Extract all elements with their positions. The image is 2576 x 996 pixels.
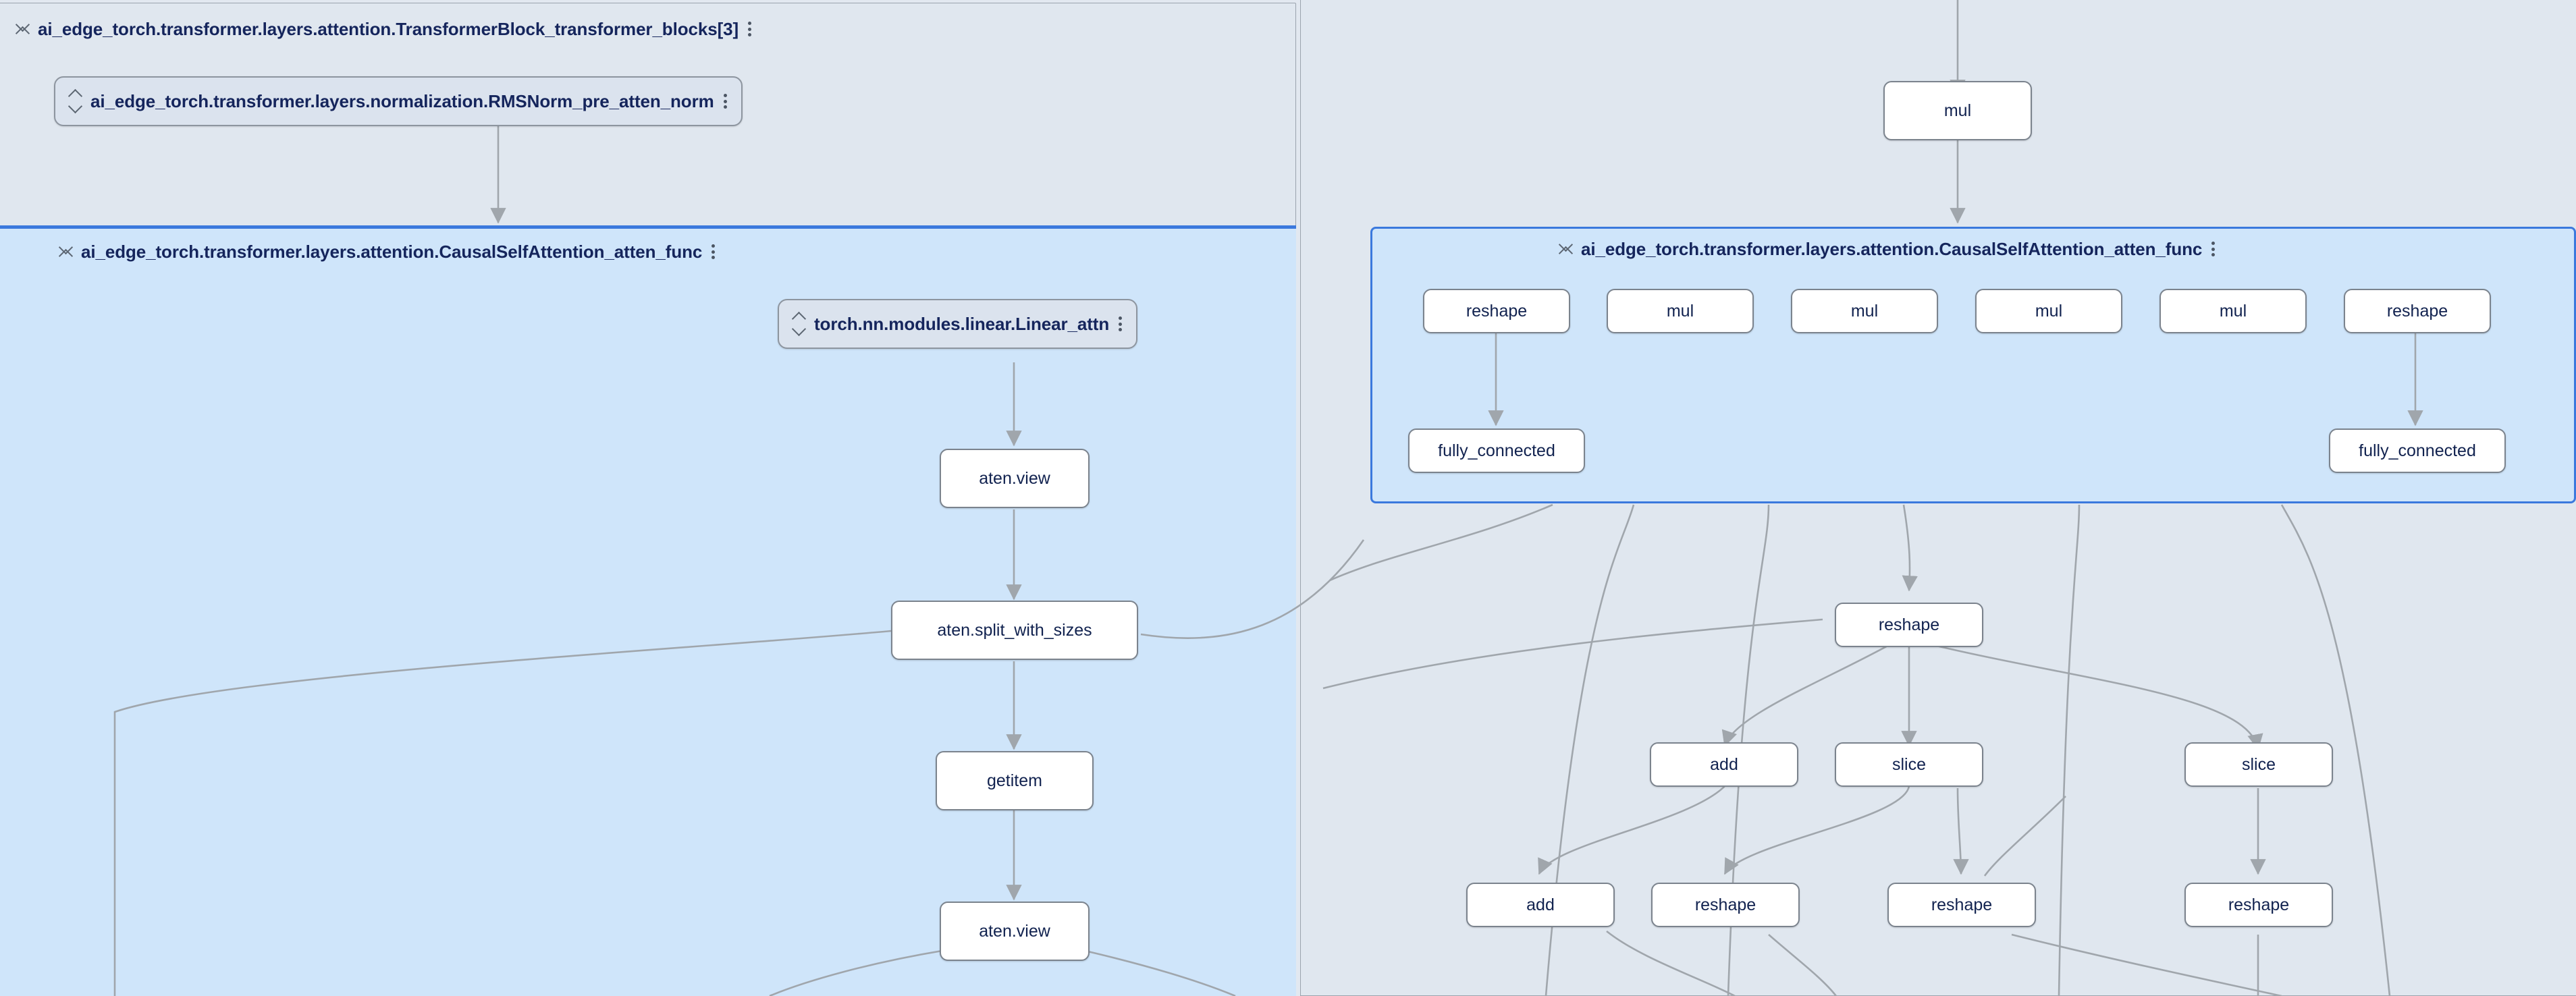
group-header-transformer-block[interactable]: ai_edge_torch.transformer.layers.attenti… [16,18,752,40]
node-label: reshape [2386,301,2448,321]
node-label: getitem [987,771,1042,790]
node-label: reshape [1878,615,1940,634]
group-header-causal-self-attention-right[interactable]: ai_edge_torch.transformer.layers.attenti… [1559,238,2216,260]
node-rmsnorm-pre-atten-norm[interactable]: ai_edge_torch.transformer.layers.normali… [54,76,743,126]
node-aten-view-1[interactable]: aten.view [940,449,1090,508]
node-label: aten.view [979,921,1050,941]
node-reshape-1[interactable]: reshape [1423,289,1570,333]
node-reshape-4[interactable]: reshape [1651,883,1800,927]
node-reshape-5[interactable]: reshape [1887,883,2036,927]
node-label: mul [2219,301,2247,321]
node-label: mul [1850,301,1879,321]
node-reshape-6[interactable]: reshape [2184,883,2333,927]
node-add-2[interactable]: add [1466,883,1615,927]
node-slice-2[interactable]: slice [2184,742,2333,787]
node-fully-connected-2[interactable]: fully_connected [2329,428,2506,473]
node-label: mul [1666,301,1694,321]
node-mul-top[interactable]: mul [1883,81,2032,140]
node-label: mul [1943,101,1972,120]
node-label: aten.view [979,468,1050,488]
node-mul-1[interactable]: mul [1607,289,1754,333]
node-label-rmsnorm: ai_edge_torch.transformer.layers.normali… [90,90,714,111]
node-label: reshape [1931,895,1993,914]
node-label: fully_connected [1438,441,1555,460]
node-label: reshape [1694,895,1756,914]
node-add-1[interactable]: add [1650,742,1798,787]
node-label-linear-attn: torch.nn.modules.linear.Linear_attn [814,313,1110,334]
node-label: slice [1891,754,1926,774]
node-label: add [1710,754,1738,774]
node-mul-4[interactable]: mul [2159,289,2307,333]
expand-collapse-icon[interactable] [69,90,81,113]
node-label: reshape [2228,895,2290,914]
node-fully-connected-1[interactable]: fully_connected [1408,428,1585,473]
node-label: mul [2035,301,2063,321]
node-getitem[interactable]: getitem [936,751,1094,810]
node-label: add [1526,895,1555,914]
node-mul-2[interactable]: mul [1791,289,1938,333]
group-title-causal-self-attention-right: ai_edge_torch.transformer.layers.attenti… [1581,238,2203,259]
node-reshape-3[interactable]: reshape [1835,603,1983,647]
node-aten-view-2[interactable]: aten.view [940,902,1090,961]
kebab-menu-icon[interactable] [748,22,752,36]
node-label: fully_connected [2359,441,2476,460]
node-reshape-2[interactable]: reshape [2344,289,2491,333]
group-title-transformer-block: ai_edge_torch.transformer.layers.attenti… [38,18,739,39]
collapse-vertical-icon[interactable] [59,240,72,263]
node-aten-split-with-sizes[interactable]: aten.split_with_sizes [891,601,1138,660]
node-label: reshape [1466,301,1528,321]
node-mul-3[interactable]: mul [1975,289,2122,333]
node-linear-attn[interactable]: torch.nn.modules.linear.Linear_attn [778,299,1138,349]
kebab-menu-icon[interactable] [2211,242,2216,256]
kebab-menu-icon[interactable] [712,244,716,259]
collapse-vertical-icon[interactable] [16,18,28,40]
node-label: aten.split_with_sizes [937,620,1092,640]
group-title-causal-self-attention-left: ai_edge_torch.transformer.layers.attenti… [81,241,703,262]
kebab-menu-icon[interactable] [1119,316,1123,331]
kebab-menu-icon[interactable] [723,94,728,109]
node-label: slice [2241,754,2276,774]
group-header-causal-self-attention-left[interactable]: ai_edge_torch.transformer.layers.attenti… [59,240,716,263]
node-slice-1[interactable]: slice [1835,742,1983,787]
collapse-vertical-icon[interactable] [1559,238,1572,260]
expand-collapse-icon[interactable] [793,312,805,335]
